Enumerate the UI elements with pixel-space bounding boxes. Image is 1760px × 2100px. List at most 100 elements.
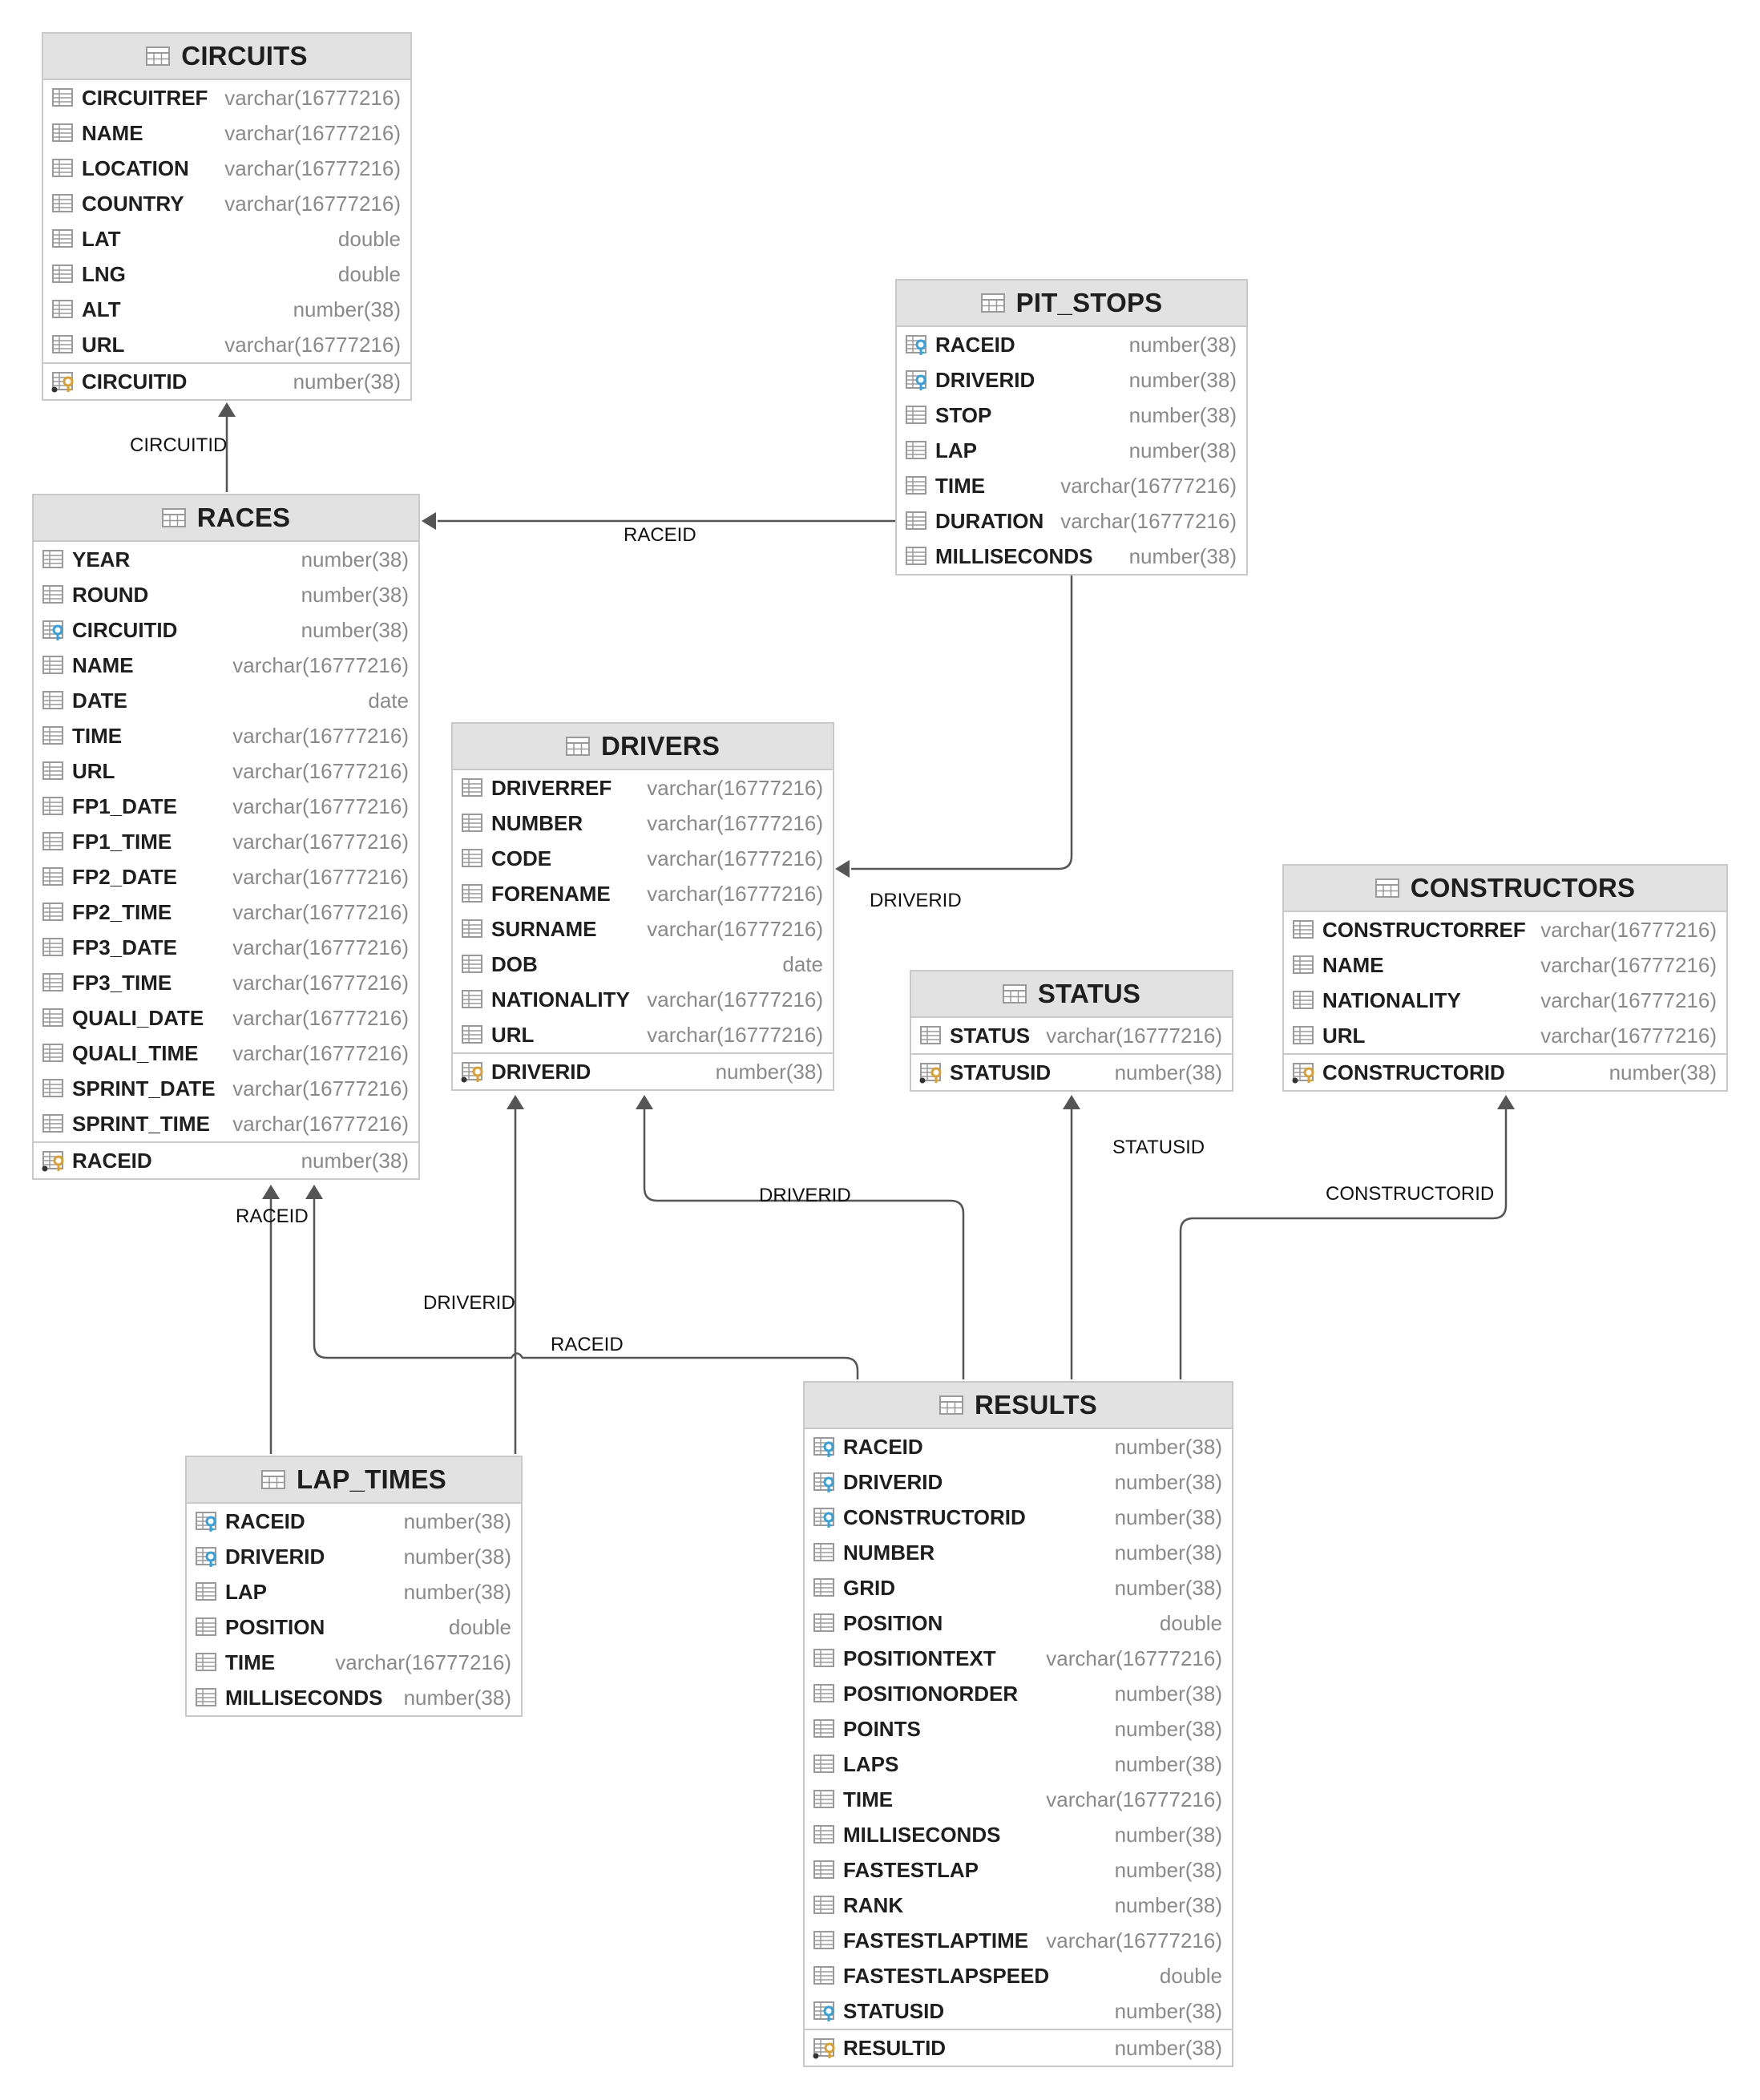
relationship-line-results-drivers[interactable] [643, 1108, 965, 1379]
column-name: MILLISECONDS [843, 1822, 1001, 1847]
table-header[interactable]: CIRCUITS [43, 34, 410, 80]
table-header[interactable]: RESULTS [805, 1383, 1232, 1429]
column-type: number(38) [301, 582, 409, 607]
table-header[interactable]: CONSTRUCTORS [1284, 866, 1726, 912]
column-type: varchar(16777216) [1540, 987, 1717, 1012]
table-header[interactable]: LAP_TIMES [187, 1457, 521, 1504]
column-type: number(38) [301, 547, 409, 571]
relationship-line-pit_stops-drivers[interactable] [851, 575, 1073, 870]
relationship-line-results-races[interactable] [313, 1197, 859, 1379]
relationship-line-results-constructors[interactable] [1179, 1108, 1508, 1379]
table-header[interactable]: STATUS [911, 971, 1232, 1018]
table-header[interactable]: RACES [34, 495, 418, 542]
table-header[interactable]: DRIVERS [453, 724, 833, 770]
table-header[interactable]: PIT_STOPS [897, 281, 1246, 327]
column-icon [813, 1753, 843, 1775]
column-icon [461, 847, 491, 870]
